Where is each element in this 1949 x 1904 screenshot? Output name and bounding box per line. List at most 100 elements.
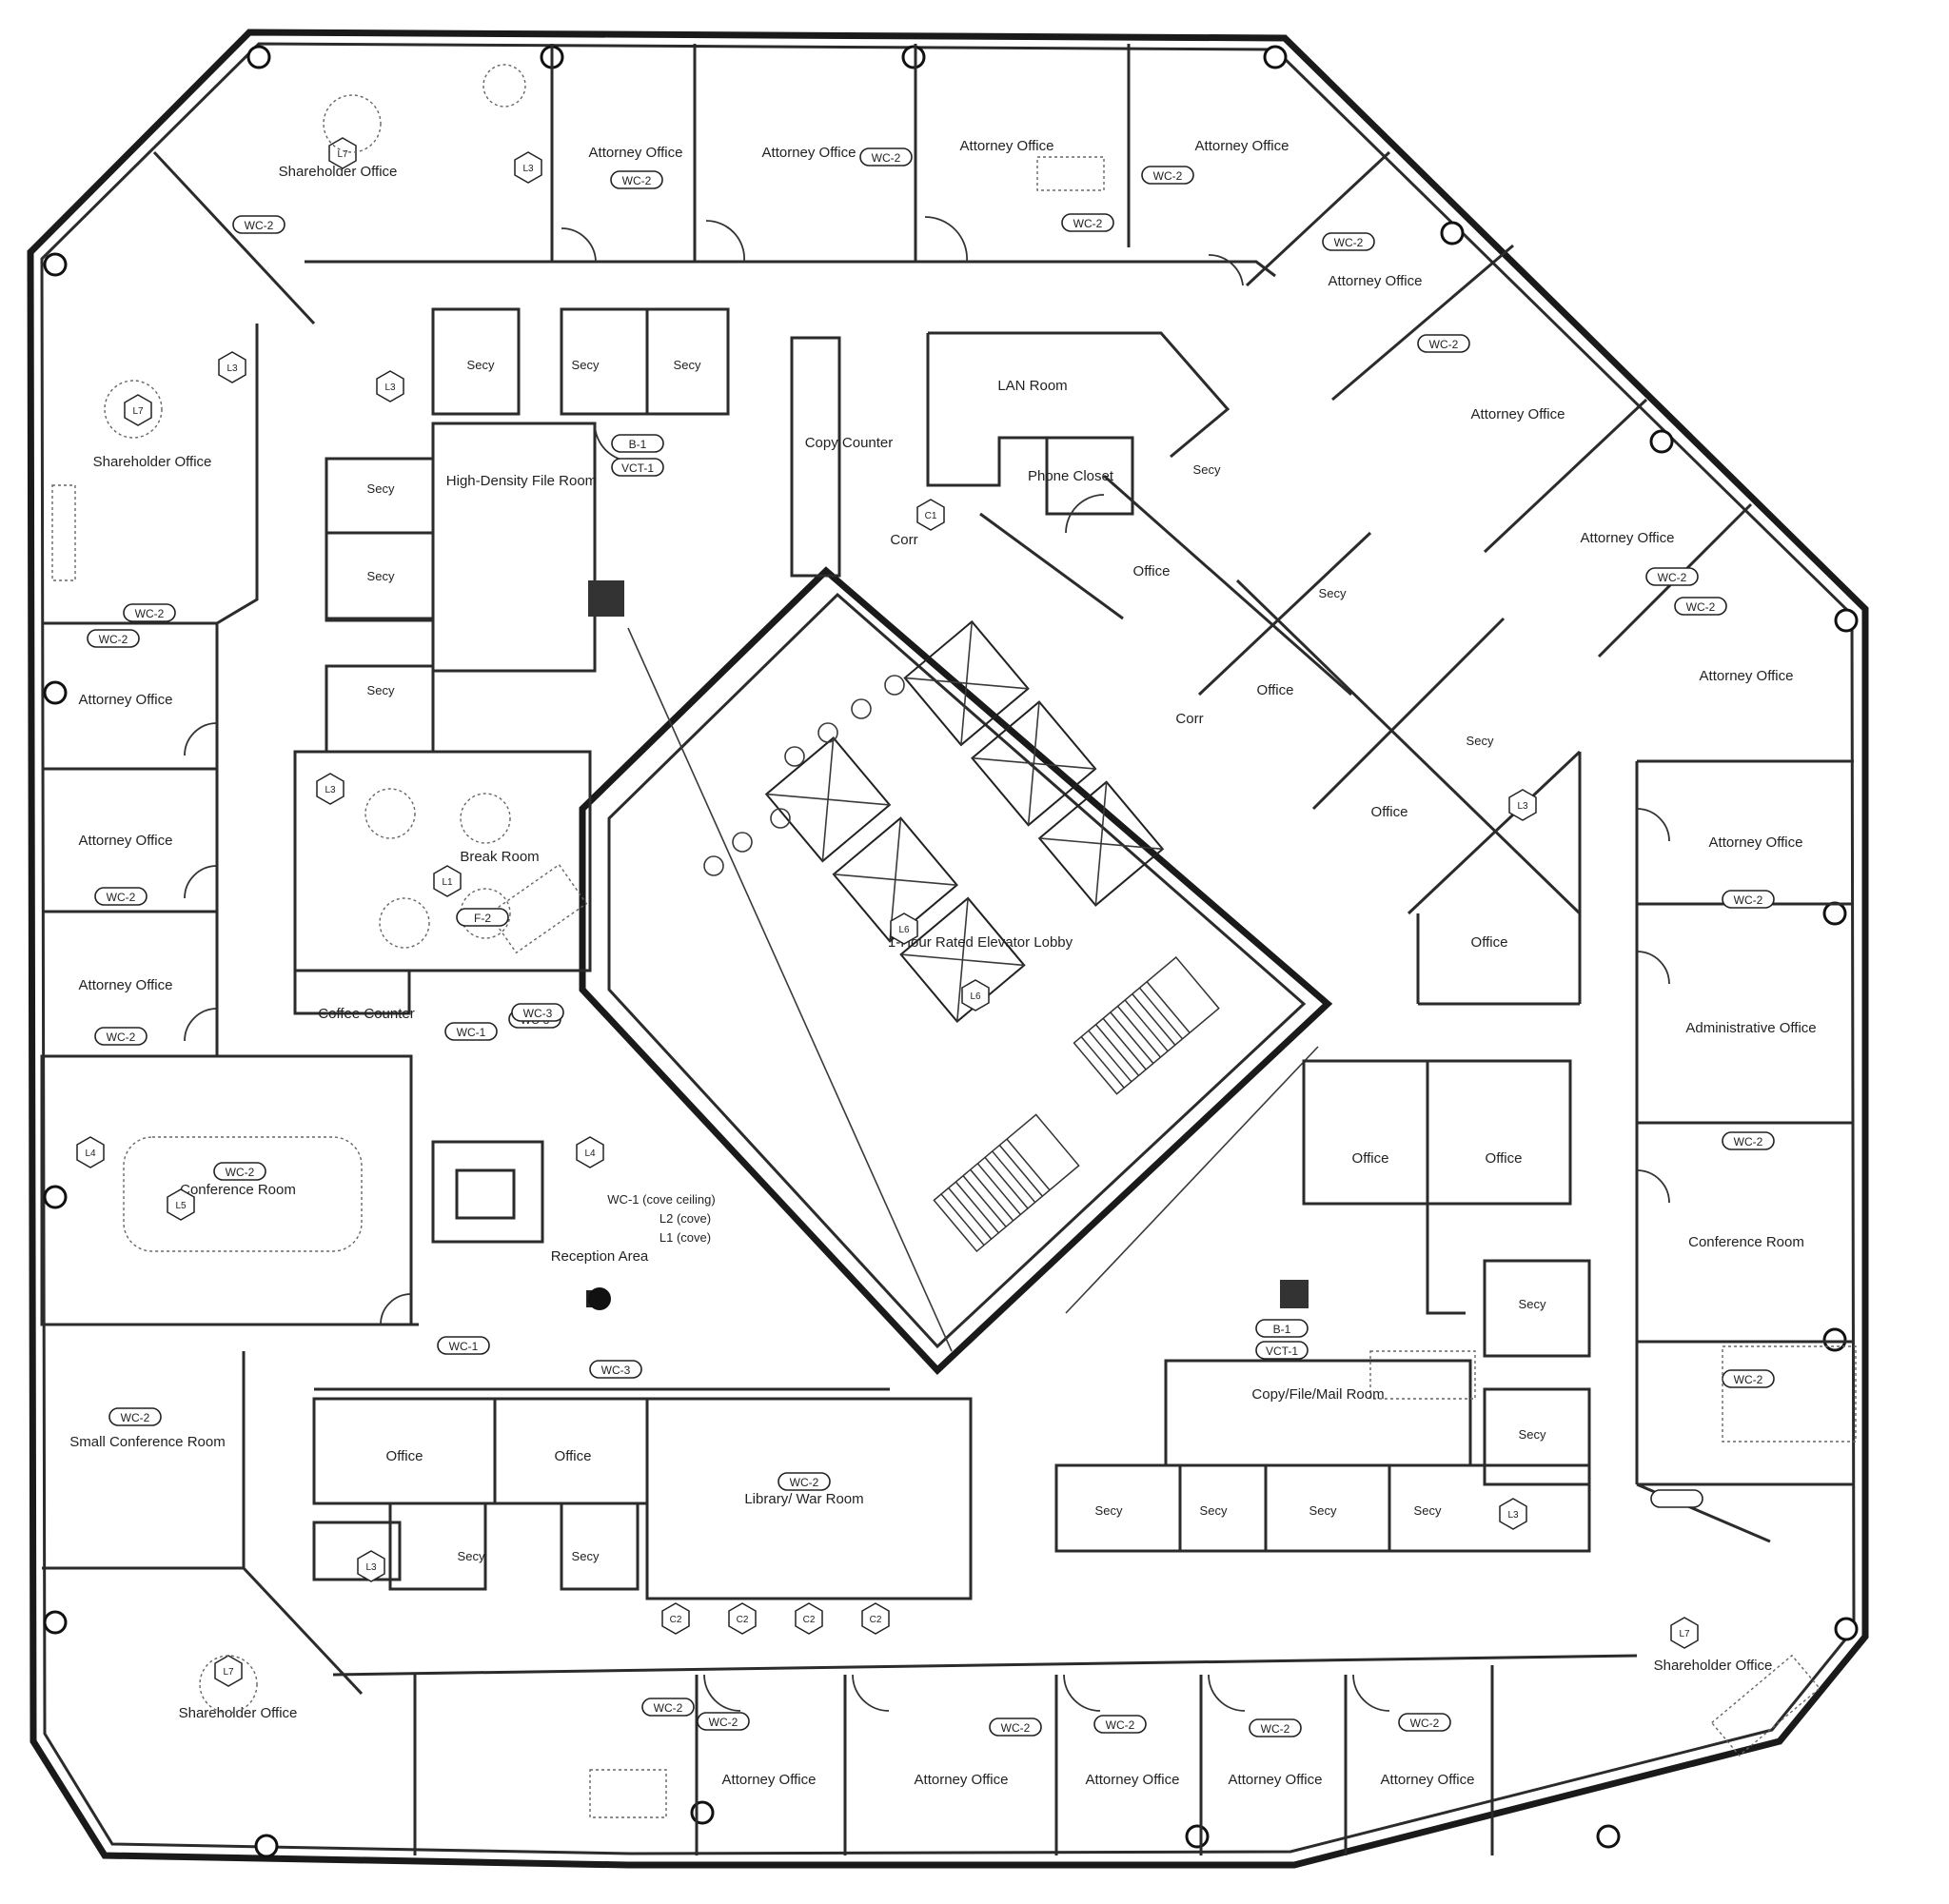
finish-tag: WC-2 <box>872 151 901 165</box>
column <box>43 252 68 277</box>
hex-marker: L3 <box>218 351 246 383</box>
elevator-shaft <box>903 619 1030 747</box>
room-label: Corr <box>890 532 917 548</box>
ceiling-note: WC-1 (cove ceiling) <box>607 1192 715 1207</box>
hex-marker: L7 <box>124 394 152 426</box>
svg-text:L3: L3 <box>226 363 238 374</box>
room-label: Small Conference Room <box>69 1434 225 1450</box>
hex-marker: C2 <box>861 1602 890 1635</box>
hex-marker: L3 <box>316 773 345 805</box>
column <box>254 1834 279 1858</box>
finish-tag: WC-2 <box>1734 893 1763 907</box>
hex-marker: L3 <box>1508 789 1537 821</box>
interior-right-middle <box>1054 1059 1591 1553</box>
finish-tag: WC-2 <box>1658 571 1687 584</box>
secy-label: Secy <box>458 1549 485 1563</box>
hex-marker: L6 <box>890 913 918 945</box>
secy-label: Secy <box>1200 1503 1228 1518</box>
svg-text:C1: C1 <box>925 511 937 521</box>
svg-text:C2: C2 <box>803 1615 816 1625</box>
column <box>1822 901 1847 926</box>
ceiling-note: L1 (cove) <box>660 1230 711 1245</box>
elevator-shaft <box>764 736 892 863</box>
svg-text:L7: L7 <box>337 149 348 160</box>
finish-tag: WC-2 <box>1334 236 1364 249</box>
column <box>43 1185 68 1209</box>
room-label: Attorney Office <box>1329 273 1423 289</box>
hex-marker: L3 <box>1499 1498 1527 1530</box>
finish-tag: WC-2 <box>622 174 652 187</box>
finish-tag: WC-2 <box>1686 600 1716 614</box>
secy-label: Secy <box>674 358 701 372</box>
column <box>43 680 68 705</box>
secy-label: Secy <box>1519 1427 1546 1442</box>
secy-label: Secy <box>1095 1503 1123 1518</box>
finish-tag: WC-3 <box>601 1364 631 1377</box>
secy-label: Secy <box>1414 1503 1442 1518</box>
column <box>1185 1824 1210 1849</box>
finish-tag: WC-2 <box>107 891 136 904</box>
room-label: Office <box>555 1448 592 1464</box>
room-label: Corr <box>1175 711 1203 727</box>
finish-tag: WC-2 <box>1734 1373 1763 1386</box>
room-label: Phone Closet <box>1028 468 1114 484</box>
finish-tag: WC-1 <box>457 1026 486 1039</box>
interior-upper-right <box>926 331 1582 1006</box>
svg-text:L3: L3 <box>325 785 336 795</box>
secy-label: Secy <box>1519 1297 1546 1311</box>
finish-tag: WC-2 <box>1153 169 1183 183</box>
svg-text:L3: L3 <box>522 164 534 174</box>
room-label: Attorney Office <box>762 145 856 161</box>
interior-lower-left <box>40 1054 973 1600</box>
column <box>1822 1327 1847 1352</box>
room-label: Office <box>1486 1150 1523 1167</box>
secy-label: Secy <box>1193 462 1221 477</box>
secy-label: Secy <box>572 358 600 372</box>
secy-label: Secy <box>367 569 395 583</box>
room-label: Conference Room <box>180 1182 296 1198</box>
svg-text:L6: L6 <box>970 991 981 1002</box>
column <box>1263 45 1288 69</box>
svg-text:L7: L7 <box>223 1667 234 1678</box>
furniture <box>51 64 1857 1818</box>
svg-text:L4: L4 <box>85 1148 96 1159</box>
column <box>690 1800 715 1825</box>
finish-tag: WC-2 <box>1410 1717 1440 1730</box>
elevator-shaft <box>832 816 958 943</box>
finish-tag: VCT-1 <box>621 461 654 475</box>
secy-label: Secy <box>467 358 495 372</box>
finish-tag: WC-2 <box>1001 1721 1031 1735</box>
svg-text:C2: C2 <box>737 1615 749 1625</box>
svg-text:L3: L3 <box>365 1562 377 1573</box>
room-label: Office <box>1133 563 1171 579</box>
elevator-shaft <box>1037 780 1165 907</box>
finish-tag: WC-2 <box>790 1476 819 1489</box>
room-label: Attorney Office <box>1709 834 1803 851</box>
room-label: Administrative Office <box>1685 1020 1816 1036</box>
secy-label: Secy <box>572 1549 600 1563</box>
room-label: Attorney Office <box>1381 1772 1475 1788</box>
left-offices <box>42 324 419 1570</box>
column <box>246 45 271 69</box>
room-label: Attorney Office <box>722 1772 817 1788</box>
restroom-fixtures <box>703 675 905 876</box>
hex-marker: C2 <box>728 1602 757 1635</box>
secy-label: Secy <box>1319 586 1347 600</box>
room-label: Copy/File/Mail Room <box>1251 1386 1384 1403</box>
room-label: Shareholder Office <box>279 164 398 180</box>
svg-text:L3: L3 <box>1517 801 1528 812</box>
room-label: Reception Area <box>551 1248 649 1265</box>
hex-marker: L7 <box>1670 1617 1699 1649</box>
svg-text:L4: L4 <box>584 1148 596 1159</box>
room-label: Attorney Office <box>79 692 173 708</box>
svg-text:L5: L5 <box>175 1201 187 1211</box>
room-label: Shareholder Office <box>93 454 212 470</box>
bottom-offices <box>242 1482 1771 1855</box>
ceiling-note: L2 (cove) <box>660 1211 711 1226</box>
finish-tag: WC-2 <box>1261 1722 1290 1736</box>
hex-marker: L3 <box>357 1550 385 1582</box>
finish-tag: B-1 <box>1273 1323 1291 1336</box>
room-label: Library/ War Room <box>744 1491 863 1507</box>
hex-marker: L3 <box>376 370 404 402</box>
interior-upper-left <box>293 307 841 1015</box>
